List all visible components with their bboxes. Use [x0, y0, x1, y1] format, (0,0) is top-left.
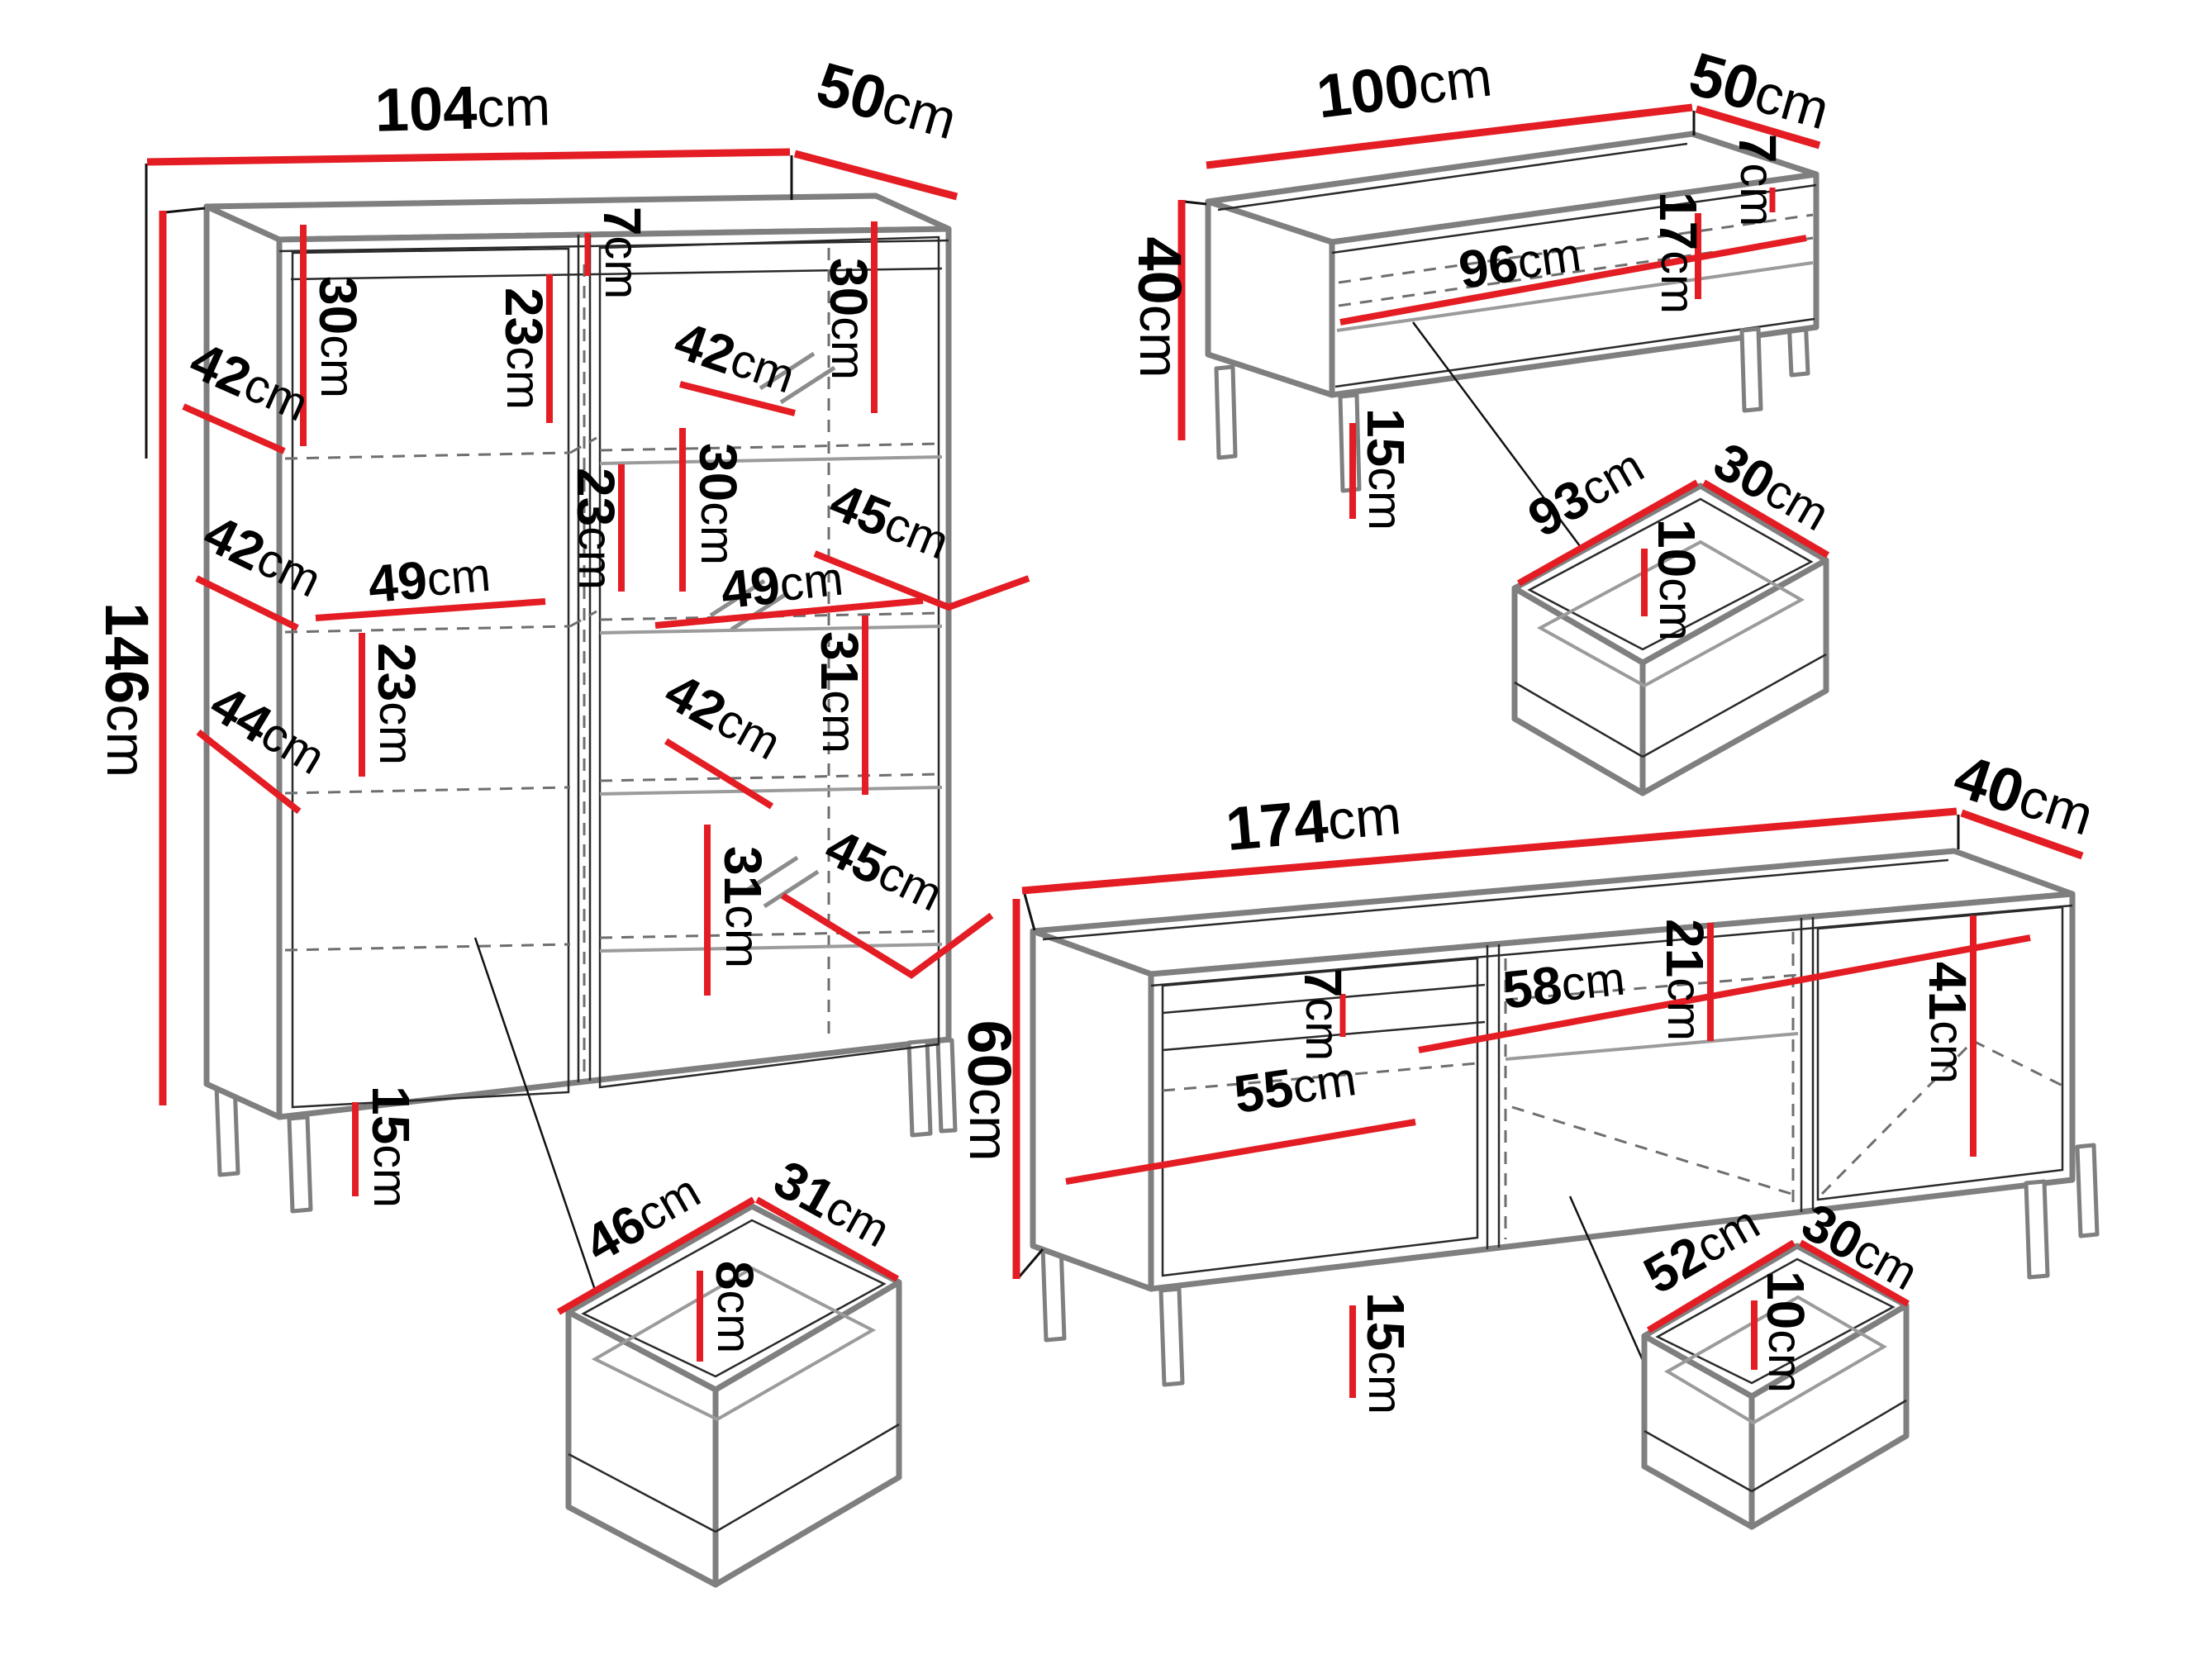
cabinet-left-door: [291, 247, 570, 1109]
cabinet-leg: [906, 1039, 933, 1138]
dim-tv-height: 60cm: [955, 1020, 1024, 1161]
dim-cabinet-mid-gap-2: 23cm: [566, 468, 626, 590]
dim-cabinet-mid-gap-3: 23cm: [367, 643, 426, 765]
dim-tv-mid-gap: 21cm: [1655, 919, 1715, 1041]
dim-tv-inner-height: 41cm: [1918, 962, 1977, 1084]
cabinet-drawer: 46cm 31cm 8cm: [557, 1148, 902, 1588]
dim-table-inner-height: 17cm: [1648, 192, 1708, 314]
cabinet-leg: [287, 1115, 313, 1214]
tv-front-face: [1148, 891, 2076, 1292]
drawer-rim: [1511, 482, 1829, 666]
display-cabinet: [203, 193, 958, 1298]
dim-cabinet-right-gap-1: 30cm: [819, 258, 878, 380]
dim-tv-width: 174cm: [1223, 779, 1404, 863]
cabinet-leg: [935, 1038, 958, 1134]
dim-table-drawer-height: 10cm: [1647, 519, 1706, 641]
dim-cabinet-height: 146cm: [93, 602, 161, 777]
dim-cabinet-leg-height: 15cm: [361, 1086, 421, 1208]
dim-cabinet-top-gap: 7cm: [592, 207, 652, 299]
dim-cabinet-width: 104cm: [374, 71, 551, 145]
tv-right-door: [1816, 906, 2064, 1201]
dim-cabinet-depth: 50cm: [810, 49, 964, 154]
dim-cabinet-inner-width-right: 49cm: [718, 548, 846, 620]
tv-stand-dimensions: 174cm 40cm 60cm 7cm 58cm 21cm 55cm 41cm …: [955, 740, 2100, 1414]
dim-cabinet-left-section: 30cm: [308, 276, 368, 398]
tv-stand-drawer: 52cm 30cm 10cm: [1634, 1191, 1926, 1530]
dim-table-depth: 50cm: [1682, 39, 1837, 144]
dim-cabinet-right-gap-4: 31cm: [713, 846, 773, 968]
dim-table-leg-height: 15cm: [1356, 408, 1415, 530]
dim-table-top-panel: 7cm: [1728, 134, 1787, 226]
dim-tv-mid-width: 58cm: [1500, 948, 1628, 1020]
dim-tv-drawer-front: 7cm: [1293, 968, 1353, 1061]
dim-cabinet-right-gap-2: 30cm: [688, 443, 748, 565]
tv-left-door: [1161, 957, 1479, 1277]
dim-tv-leg-height: 15cm: [1356, 1292, 1415, 1414]
dim-tv-door-width: 55cm: [1230, 1048, 1360, 1124]
dim-cabinet-drawer-height: 8cm: [705, 1261, 764, 1353]
cabinet-glass-door: [598, 235, 940, 1089]
tv-leg: [1040, 1243, 1067, 1343]
dim-cabinet-mid-gap-1: 23cm: [494, 288, 554, 410]
tv-leg: [2024, 1179, 2050, 1280]
dim-table-inner-width: 96cm: [1455, 224, 1585, 300]
dim-table-width: 100cm: [1313, 41, 1496, 131]
coffee-table-dimensions: 100cm 50cm 40cm 96cm 17cm 7cm 15cm: [1125, 39, 1837, 530]
cabinet-drawer-pointer-line: [473, 937, 599, 1298]
table-leg: [1739, 326, 1763, 413]
coffee-table-drawer: 93cm 30cm 10cm: [1511, 430, 1838, 796]
dim-table-height: 40cm: [1125, 236, 1194, 378]
dim-cabinet-right-gap-3: 31cm: [810, 631, 869, 753]
dim-cabinet-inner-width-left: 49cm: [366, 544, 493, 615]
display-cabinet-dimensions: 104cm 50cm 146cm 7cm 30cm 23cm 30cm 42cm…: [93, 49, 1030, 1208]
table-leg: [1214, 364, 1238, 460]
tv-stand: [1030, 848, 2100, 1409]
tv-left-side: [1030, 928, 1154, 1292]
tv-leg: [1158, 1286, 1185, 1387]
dim-tv-drawer-height: 10cm: [1756, 1271, 1815, 1393]
tv-leg: [2075, 1143, 2100, 1238]
